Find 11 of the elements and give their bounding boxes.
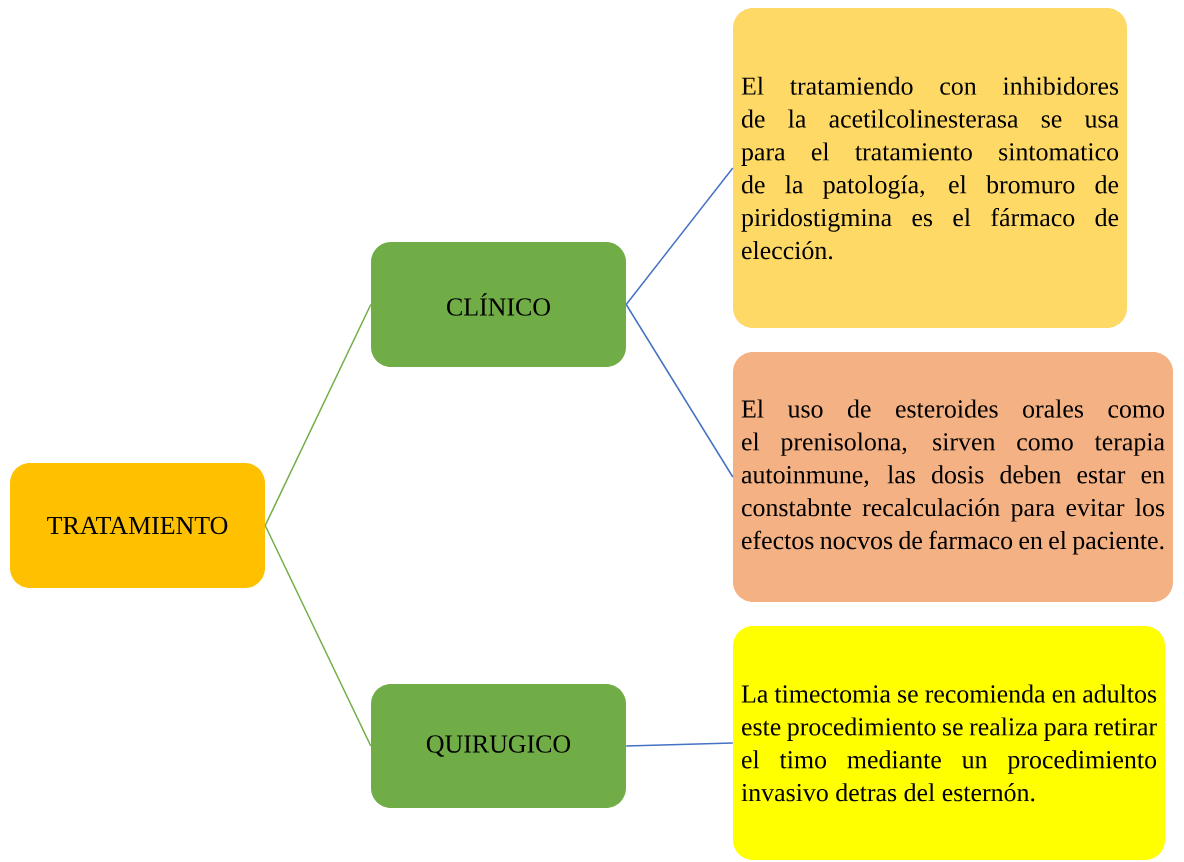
text-box: El tratamiendo con inhibidores de la acetilcolinesterasa se usa para el tratamiento sintomatico de la patología, el bromuro de piridostigmina es el fármaco de elección.	[733, 8, 1127, 328]
text-box: La timectomia se recomienda en adultos este procedimiento se realiza para retirar el timo mediante un procedimiento invasivo detras del esternón.	[733, 626, 1165, 860]
connector-line	[625, 167, 734, 306]
category-box: CLÍNICO	[371, 242, 626, 367]
connector-line	[625, 742, 734, 747]
connector-line	[625, 303, 734, 478]
text-box: El uso de esteroides orales como el prenisolona, sirven como terapia autoinmune, las dosis deben estar en constabnte recalculación para evitar los efectos nocvos de farmaco en el paciente.	[733, 352, 1173, 602]
category-box: TRATAMIENTO	[10, 463, 265, 588]
category-box: QUIRUGICO	[371, 684, 626, 808]
connector-line	[264, 524, 372, 747]
connector-line	[264, 303, 372, 527]
